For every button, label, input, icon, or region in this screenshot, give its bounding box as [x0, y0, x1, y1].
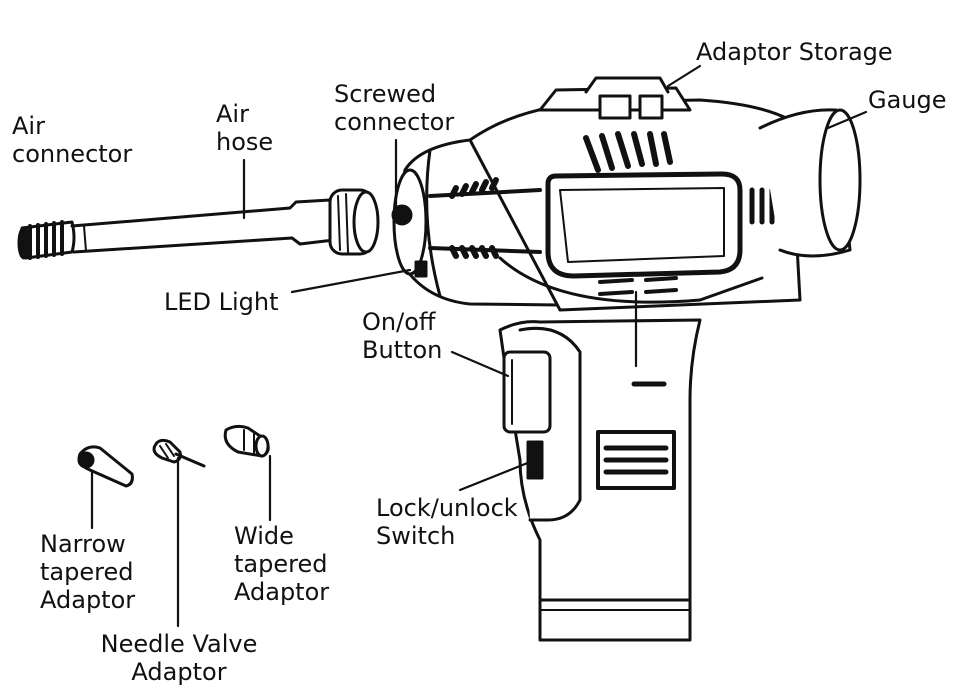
label-on-off-button-line-2: Button — [362, 336, 443, 364]
handle-drawing — [498, 318, 702, 642]
air-connector-drawing — [17, 220, 76, 260]
label-narrow-tapered-line-3: Adaptor — [40, 586, 136, 614]
label-adaptor-storage: Adaptor Storage — [696, 38, 893, 66]
label-needle-valve-line-2: Adaptor — [131, 658, 227, 686]
label-narrow-tapered-line-1: Narrow — [40, 530, 126, 558]
leader-on-off-button — [450, 350, 510, 378]
leader-led-light — [290, 268, 412, 294]
label-wide-tapered-adaptor: Wide tapered Adaptor — [234, 522, 329, 606]
label-gauge-text: Gauge — [868, 86, 947, 114]
label-adaptor-storage-text: Adaptor Storage — [696, 38, 893, 66]
label-wide-tapered-line-2: tapered — [234, 550, 328, 578]
leader-gauge — [826, 110, 868, 130]
leader-adaptor-storage — [666, 64, 702, 88]
label-lock-unlock-switch-line-2: Switch — [376, 522, 456, 550]
label-air-connector-line-1: Air — [12, 112, 45, 140]
label-lock-unlock-switch: Lock/unlock Switch — [376, 494, 518, 550]
leader-lines — [90, 64, 868, 628]
wide-tapered-adaptor-drawing — [223, 424, 270, 458]
label-wide-tapered-line-3: Adaptor — [234, 578, 330, 606]
label-screwed-connector-line-1: Screwed — [334, 80, 437, 108]
leader-lock-switch — [458, 460, 532, 492]
label-air-hose-line-1: Air — [216, 100, 249, 128]
label-on-off-button: On/off Button — [362, 308, 442, 364]
label-screwed-connector-line-2: connector — [334, 108, 455, 136]
needle-valve-adaptor-drawing — [152, 438, 206, 468]
label-screwed-connector: Screwed connector — [334, 80, 454, 136]
air-hose-drawing — [17, 188, 380, 260]
narrow-tapered-adaptor-drawing — [77, 445, 134, 488]
label-lock-unlock-switch-line-1: Lock/unlock — [376, 494, 518, 522]
label-needle-valve-line-1: Needle Valve — [100, 630, 258, 658]
label-narrow-tapered-line-2: tapered — [40, 558, 134, 586]
label-wide-tapered-line-1: Wide — [234, 522, 294, 550]
label-air-connector: Air connector — [12, 112, 132, 168]
label-air-hose-line-2: hose — [216, 128, 274, 156]
label-air-hose: Air hose — [216, 100, 273, 156]
label-gauge: Gauge — [868, 86, 947, 114]
label-needle-valve-adaptor: Needle Valve Adaptor — [96, 630, 262, 686]
label-led-light-text: LED Light — [164, 288, 279, 316]
label-on-off-button-line-1: On/off — [362, 308, 436, 336]
label-led-light: LED Light — [164, 288, 279, 316]
label-narrow-tapered-adaptor: Narrow tapered Adaptor — [40, 530, 135, 614]
label-air-connector-line-2: connector — [12, 140, 133, 168]
inflator-body-drawing — [391, 76, 862, 312]
